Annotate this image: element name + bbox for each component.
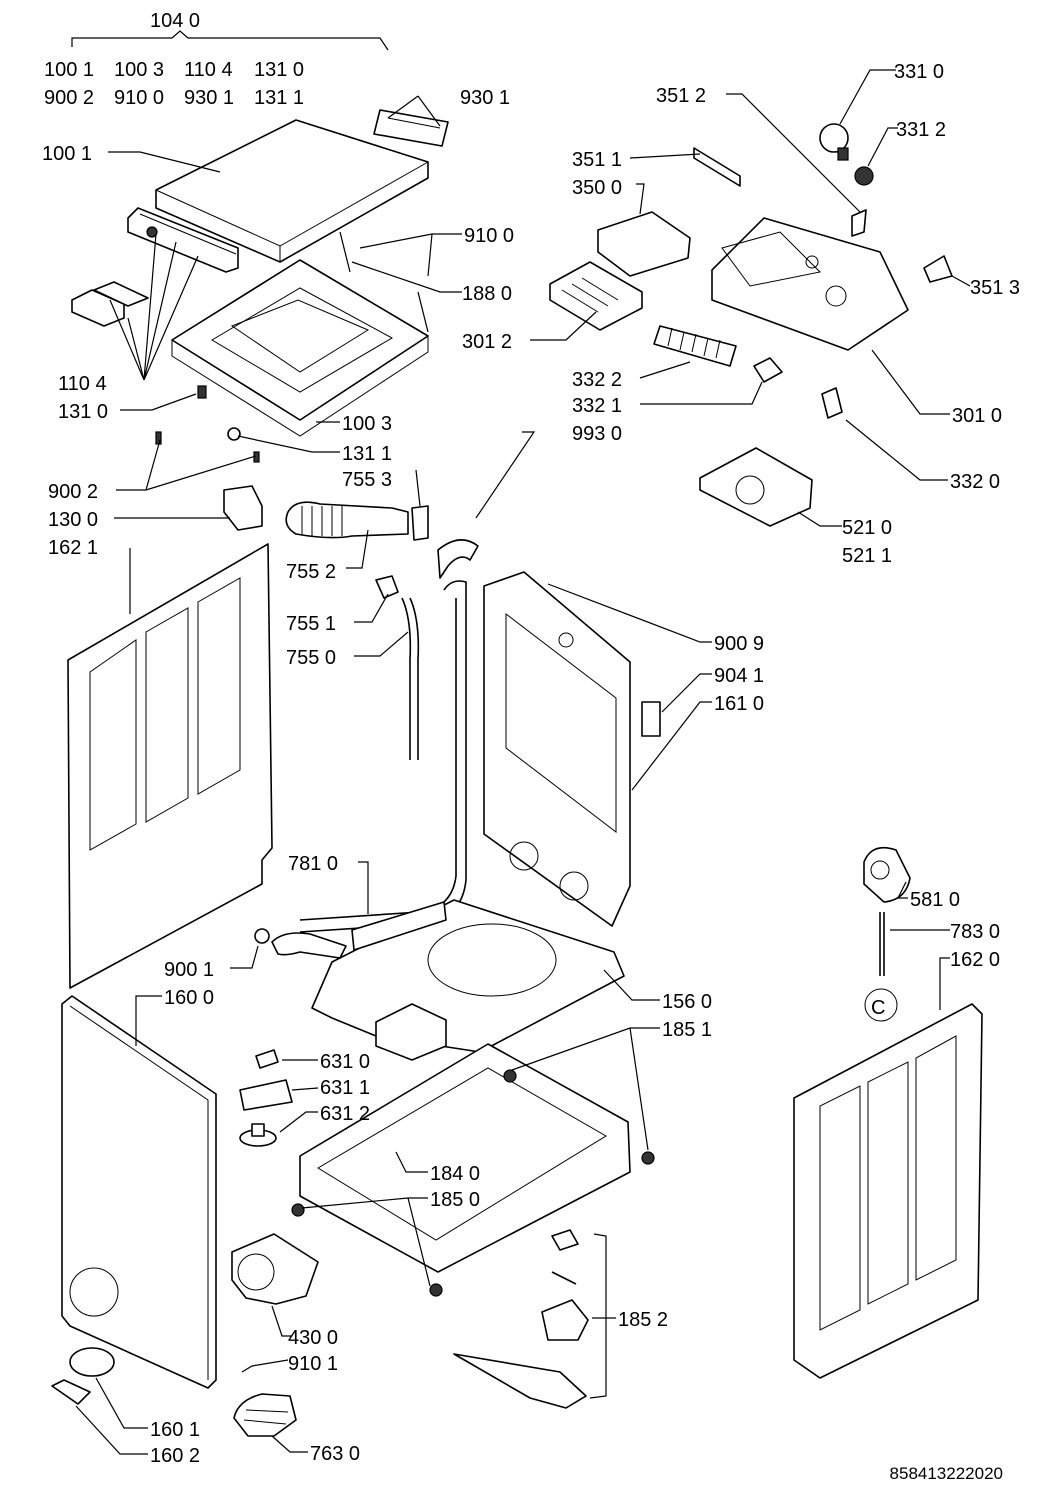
symbol-c: C <box>871 997 885 1019</box>
electronic-board-part <box>549 147 843 419</box>
part-label: 161 0 <box>714 693 764 715</box>
control-panel-part <box>711 217 909 351</box>
part-label: 331 2 <box>896 119 946 141</box>
base-frame-part <box>291 1043 655 1297</box>
part-label: 160 2 <box>150 1445 200 1467</box>
rear-panel-part <box>483 571 631 927</box>
foot-assembly-part <box>453 1229 589 1409</box>
part-label: 631 0 <box>320 1051 370 1073</box>
part-label: 100 3 <box>342 413 392 435</box>
part-label: 185 1 <box>662 1019 712 1041</box>
hinge-strip-part <box>373 109 449 147</box>
part-label: 910 1 <box>288 1353 338 1375</box>
part-label: 351 1 <box>572 149 622 171</box>
kit-item: 910 0 <box>114 87 164 109</box>
part-label: 755 1 <box>286 613 336 635</box>
kit-items: 100 1 100 3 110 4 131 0 900 2 910 0 930 … <box>44 59 304 109</box>
leader-lines <box>75 69 971 1455</box>
kit-item: 131 0 <box>254 59 304 81</box>
part-label: 521 0 <box>842 517 892 539</box>
part-label: 900 9 <box>714 633 764 655</box>
document-code: 858413222020 <box>889 1464 1003 1483</box>
part-label: 131 0 <box>58 401 108 423</box>
part-label: 900 2 <box>48 481 98 503</box>
part-label: 160 1 <box>150 1419 200 1441</box>
small-fasteners <box>155 231 429 463</box>
part-label: 993 0 <box>572 423 622 445</box>
part-label: 188 0 <box>462 283 512 305</box>
kit-item: 100 3 <box>114 59 164 81</box>
kit-item: 131 1 <box>254 87 304 109</box>
lid-latch-part <box>71 226 158 327</box>
inlet-hose-part <box>375 575 420 760</box>
part-drawings: C <box>51 109 983 1437</box>
kit-item: 100 1 <box>44 59 94 81</box>
small-motor-parts <box>239 1049 293 1147</box>
part-label: 783 0 <box>950 921 1000 943</box>
right-side-panel-part <box>793 1003 983 1379</box>
part-label: 131 1 <box>342 443 392 465</box>
knob-part <box>819 123 953 283</box>
tub-support-part <box>254 899 625 1061</box>
kit-item: 930 1 <box>184 87 234 109</box>
part-label: 332 0 <box>950 471 1000 493</box>
inlet-bellows-part <box>285 501 429 541</box>
part-label: 331 0 <box>894 61 944 83</box>
part-label: 900 1 <box>164 959 214 981</box>
part-label: 430 0 <box>288 1327 338 1349</box>
part-label: 110 4 <box>58 373 107 395</box>
part-label: 332 2 <box>572 369 622 391</box>
part-label: 755 0 <box>286 647 336 669</box>
part-label: 904 1 <box>714 665 764 687</box>
part-label: 100 1 <box>42 143 92 165</box>
part-label: 521 1 <box>842 545 892 567</box>
part-label: 631 2 <box>320 1103 370 1125</box>
part-label: 351 3 <box>970 277 1020 299</box>
drain-pump-part <box>231 1233 319 1305</box>
part-label: 332 1 <box>572 395 622 417</box>
pump-filter-part <box>233 1393 297 1437</box>
part-label: 581 0 <box>910 889 960 911</box>
part-label: 185 2 <box>618 1309 668 1331</box>
part-label: 351 2 <box>656 85 706 107</box>
part-labels: 930 1 100 1 910 0 188 0 110 4 131 0 100 … <box>42 61 1020 1467</box>
part-label: 162 1 <box>48 537 98 559</box>
clip-part <box>641 701 661 737</box>
top-frame-part <box>171 259 429 437</box>
left-side-panel-part <box>67 543 273 989</box>
kit-item: 900 2 <box>44 87 94 109</box>
part-label: 185 0 <box>430 1189 480 1211</box>
kit-title: 104 0 <box>150 10 200 32</box>
part-label: 301 2 <box>462 331 512 353</box>
part-label: 160 0 <box>164 987 214 1009</box>
front-panel-part <box>61 995 217 1389</box>
lid-handle-part <box>127 207 239 273</box>
part-label: 930 1 <box>460 87 510 109</box>
door-lock-part <box>223 485 263 531</box>
part-label: 910 0 <box>464 225 514 247</box>
part-label: 156 0 <box>662 991 712 1013</box>
part-label: 184 0 <box>430 1163 480 1185</box>
pulley-part: C <box>863 846 911 1022</box>
kit-group: 104 0 100 1 100 3 110 4 131 0 900 2 910 … <box>44 10 389 109</box>
top-lid-part <box>155 119 429 263</box>
part-label: 763 0 <box>310 1443 360 1465</box>
power-module-part <box>699 447 813 527</box>
part-label: 130 0 <box>48 509 98 531</box>
part-label: 350 0 <box>572 177 622 199</box>
part-label: 781 0 <box>288 853 338 875</box>
part-label: 301 0 <box>952 405 1002 427</box>
part-label: 755 2 <box>286 561 336 583</box>
part-label: 631 1 <box>320 1077 370 1099</box>
kit-item: 110 4 <box>184 59 233 81</box>
pump-cover-part <box>51 1347 115 1405</box>
part-label: 162 0 <box>950 949 1000 971</box>
part-label: 755 3 <box>342 469 392 491</box>
